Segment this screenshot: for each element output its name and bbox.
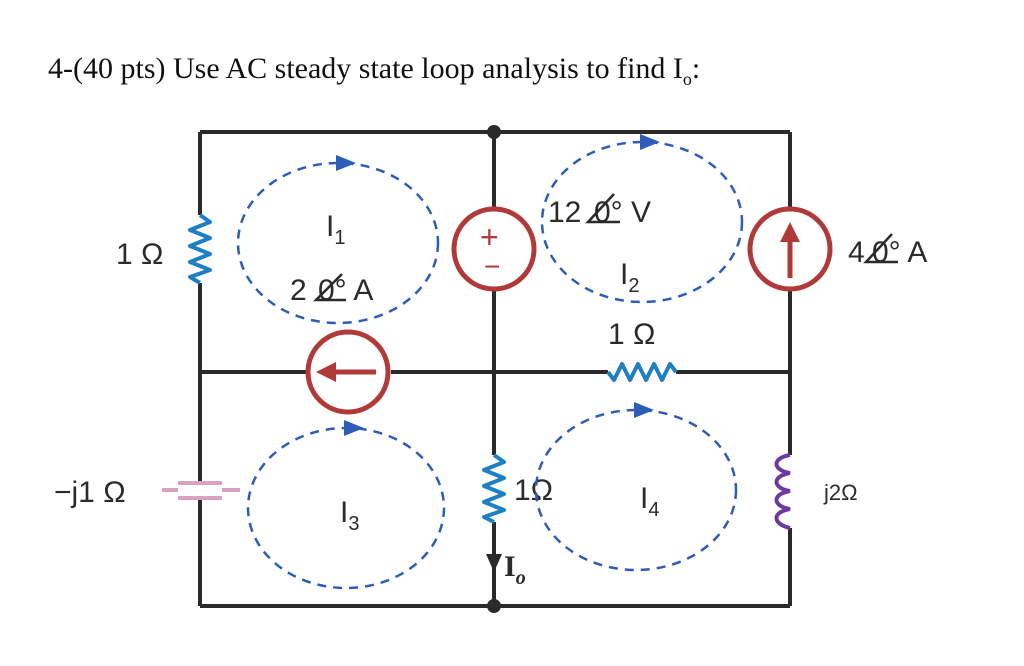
resistor-center-label: 1Ω xyxy=(514,474,553,507)
question-main: 4-(40 pts) Use AC steady state loop anal… xyxy=(48,52,683,85)
capacitor xyxy=(162,481,240,500)
question-suffix: : xyxy=(691,52,701,85)
current-source-middle-arrow-head xyxy=(316,362,336,382)
voltage-source-plus: + xyxy=(480,219,499,255)
loop-i4-label: I4 xyxy=(640,482,659,521)
loop-arrows xyxy=(336,134,660,436)
voltage-source-angle-sym xyxy=(585,193,620,224)
resistor-left-label: 1 Ω xyxy=(116,238,163,271)
resistor-center xyxy=(482,453,506,524)
loop-i2-arrow xyxy=(640,134,660,150)
question-text: 4-(40 pts) Use AC steady state loop anal… xyxy=(48,52,700,90)
node-top xyxy=(487,125,501,139)
voltage-source-minus: − xyxy=(484,251,500,282)
current-source-right-angle: 0° A xyxy=(872,236,927,269)
voltage-source xyxy=(451,206,537,292)
current-source-right-arrow-head xyxy=(780,222,800,242)
inductor xyxy=(774,453,791,530)
current-source-right-angle-sym xyxy=(863,233,898,264)
question-subscript: o xyxy=(682,69,692,89)
loop-i1-arrow xyxy=(336,155,356,171)
resistor-mid-label: 1 Ω xyxy=(608,318,655,351)
voltage-source-angle: 0° V xyxy=(594,196,651,229)
resistor-mid xyxy=(606,362,678,382)
inductor-label: j2Ω xyxy=(823,480,858,505)
current-source-middle-angle-sym xyxy=(312,273,346,302)
current-source-middle-mag: 2 xyxy=(290,274,307,307)
node-bottom xyxy=(487,599,501,613)
capacitor-label: −j1 Ω xyxy=(54,476,126,509)
current-source-middle-angle: 0° A xyxy=(318,274,373,307)
loop-i4-path xyxy=(534,408,738,572)
loop-i3-label: I3 xyxy=(340,496,359,535)
voltage-source-mag: 12 xyxy=(548,196,581,229)
io-arrow-head xyxy=(486,554,502,572)
loop-i2-label: I2 xyxy=(620,258,639,297)
io-label: Io xyxy=(504,550,526,589)
loop-i3-arrow xyxy=(344,420,364,436)
current-source-right-mag: 4 xyxy=(848,236,865,269)
loop-i4-arrow xyxy=(634,402,654,418)
loop-i1-label: I1 xyxy=(326,210,345,249)
resistor-left xyxy=(188,213,212,285)
